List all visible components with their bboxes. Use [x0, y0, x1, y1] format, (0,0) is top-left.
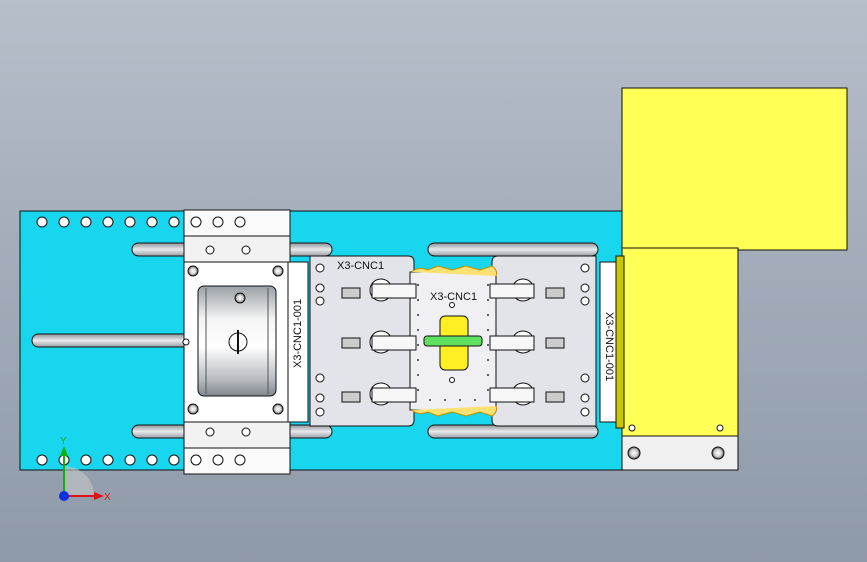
z-axis-dot: [59, 491, 69, 501]
x-axis-label: X: [104, 492, 111, 503]
air-fitting-icon: [341, 287, 361, 299]
clamp-unit-left-middle[interactable]: [341, 330, 417, 354]
clamp-unit-left-top[interactable]: [341, 278, 417, 302]
motor-unit[interactable]: [615, 87, 848, 471]
base-holes-top: [36, 216, 180, 228]
air-fitting-icon: [545, 287, 565, 299]
motor-upper-block: [621, 87, 848, 251]
air-fitting-icon: [545, 391, 565, 403]
carriage-holes: [182, 216, 284, 466]
left-clamp-label: X3-CNC1-001: [292, 299, 304, 368]
fixture-left-label: X3-CNC1: [337, 260, 384, 272]
clamp-unit-left-bottom[interactable]: [341, 382, 417, 406]
center-plate-dots: [417, 284, 489, 401]
y-axis-label: Y: [60, 436, 67, 447]
green-locator: [423, 335, 483, 347]
clamp-unit-right-bottom[interactable]: [489, 382, 565, 406]
air-fitting-icon: [545, 337, 565, 349]
fixture-holes: [315, 263, 590, 417]
right-clamp-block[interactable]: X3-CNC1-001: [599, 261, 621, 423]
left-clamp-block[interactable]: X3-CNC1-001: [287, 261, 309, 423]
fixture-center-label: X3-CNC1: [430, 291, 477, 303]
slot-top-right: [427, 242, 599, 257]
left-carriage[interactable]: [182, 209, 291, 475]
air-fitting-icon: [341, 391, 361, 403]
axis-triad: Y X: [59, 436, 111, 503]
motor-lower-block: [621, 247, 739, 437]
fixture-assembly[interactable]: X3-CNC1 X3-CNC1: [309, 255, 597, 427]
base-holes-bottom: [36, 454, 180, 466]
clamp-unit-right-top[interactable]: [489, 278, 565, 302]
clamp-unit-right-middle[interactable]: [489, 330, 565, 354]
slot-bottom-right: [427, 424, 599, 439]
right-clamp-label: X3-CNC1-001: [603, 312, 615, 381]
air-fitting-icon: [341, 337, 361, 349]
